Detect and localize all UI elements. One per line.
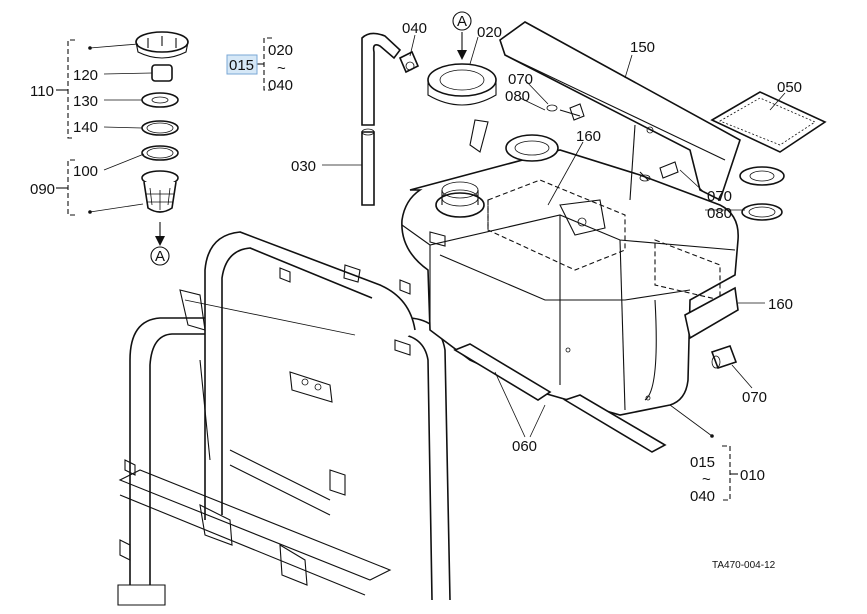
figure-code: TA470-004-12 xyxy=(712,560,776,571)
callout-150[interactable]: 150 xyxy=(630,39,655,56)
rubber-pads-060[interactable] xyxy=(453,343,667,453)
callout-040-clamp[interactable]: 040 xyxy=(402,20,427,37)
callout-labels: 015 020 ~ 040 110 120 130 140 100 090 A … xyxy=(30,11,802,571)
callout-070-drain[interactable]: 070 xyxy=(742,389,767,406)
strainer-090[interactable] xyxy=(141,170,179,213)
gasket-140[interactable] xyxy=(141,120,179,136)
callout-015[interactable]: 015 xyxy=(229,57,254,74)
fuel-cap-110[interactable] xyxy=(135,31,189,59)
bolt-washer-070-080[interactable] xyxy=(546,103,585,121)
hose-030[interactable] xyxy=(361,32,402,206)
callout-080-top[interactable]: 080 xyxy=(505,88,530,105)
callout-050[interactable]: 050 xyxy=(777,79,802,96)
strap-160-right[interactable] xyxy=(684,286,739,340)
pad-050[interactable] xyxy=(710,91,827,153)
callout-040-top[interactable]: 040 xyxy=(268,77,293,94)
callout-130[interactable]: 130 xyxy=(73,93,98,110)
callout-070-right[interactable]: 070 xyxy=(707,188,732,205)
hose-clamp-040[interactable] xyxy=(398,50,420,74)
marker-circle-top xyxy=(452,11,472,31)
callout-090[interactable]: 090 xyxy=(30,181,55,198)
gasket-130[interactable] xyxy=(141,92,179,108)
callout-010[interactable]: 010 xyxy=(740,467,765,484)
marker-A-bottom[interactable]: A xyxy=(155,248,165,265)
group-bracket-090 xyxy=(56,159,75,216)
callout-140[interactable]: 140 xyxy=(73,119,98,136)
callout-020-seal[interactable]: 020 xyxy=(477,24,502,41)
callout-110[interactable]: 110 xyxy=(30,83,54,100)
marker-A-top[interactable]: A xyxy=(457,13,467,30)
callout-070-top[interactable]: 070 xyxy=(508,71,533,88)
arrow-down-from-A xyxy=(457,32,467,60)
group-bracket-010 xyxy=(722,445,738,501)
callout-020-top[interactable]: 020 xyxy=(268,42,293,59)
callout-100[interactable]: 100 xyxy=(73,163,98,180)
tilde-top: ~ xyxy=(277,60,286,77)
callout-040-bottom[interactable]: 040 xyxy=(690,488,715,505)
tank-cover-150[interactable] xyxy=(499,21,741,202)
gasket-100[interactable] xyxy=(141,145,179,161)
tilde-bottom: ~ xyxy=(702,471,711,488)
callout-015-highlight[interactable] xyxy=(226,54,258,75)
filler-seal-020[interactable] xyxy=(427,63,497,153)
group-bracket-110 xyxy=(56,39,75,139)
drain-plug-070[interactable] xyxy=(710,344,738,370)
callout-120[interactable]: 120 xyxy=(73,67,98,84)
callout-080-right[interactable]: 080 xyxy=(707,205,732,222)
leader-lines xyxy=(88,34,786,438)
callout-030[interactable]: 030 xyxy=(291,158,316,175)
callout-160-right[interactable]: 160 xyxy=(768,296,793,313)
callout-060[interactable]: 060 xyxy=(512,438,537,455)
callout-015-bottom[interactable]: 015 xyxy=(690,454,715,471)
callout-160-top[interactable]: 160 xyxy=(576,128,601,145)
fuel-tank[interactable] xyxy=(399,134,739,416)
marker-circle-bottom xyxy=(150,246,170,266)
sender-unit[interactable] xyxy=(639,161,785,221)
frame-structure xyxy=(117,231,451,606)
part-120[interactable] xyxy=(151,64,173,82)
arrow-down-to-A xyxy=(155,222,165,246)
